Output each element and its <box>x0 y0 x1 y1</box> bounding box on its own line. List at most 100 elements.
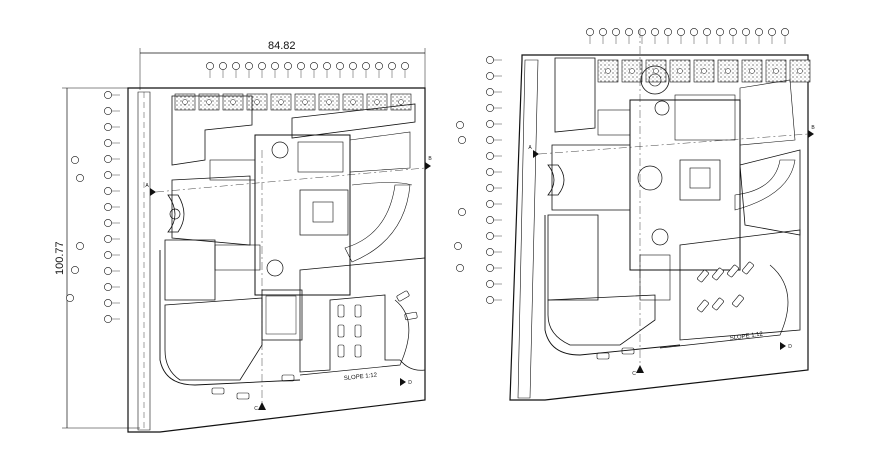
grid-bubble <box>104 219 112 227</box>
auditorium-fan <box>349 131 411 173</box>
grid-bubble <box>104 315 112 323</box>
grid-bubble <box>104 187 112 195</box>
grid-bubble <box>104 139 112 147</box>
grid-bubble <box>206 62 214 70</box>
atrium-dome <box>637 165 663 191</box>
grid-bubble <box>677 28 685 36</box>
grid-bubble <box>66 294 74 302</box>
grid-bubble <box>375 62 383 70</box>
landscape-block-w <box>164 239 216 301</box>
grid-bubble <box>454 242 462 250</box>
parked-car <box>337 344 345 358</box>
grid-bubble <box>486 232 494 240</box>
parked-car <box>404 311 418 321</box>
spiral-stair-2 <box>266 259 284 277</box>
grid-bubble <box>232 62 240 70</box>
classroom-block <box>209 159 256 181</box>
grid-bubble <box>690 28 698 36</box>
site-boundary <box>127 87 426 433</box>
svg-text:A: A <box>528 145 532 151</box>
grid-bubble <box>104 283 112 291</box>
grid-bubble <box>486 248 494 256</box>
svg-text:B: B <box>811 125 815 131</box>
grid-bubble <box>456 264 464 272</box>
curved-walkway-right <box>544 215 681 356</box>
grid-bubble <box>104 107 112 115</box>
grid-bubble <box>486 56 494 64</box>
svg-text:D: D <box>408 380 412 386</box>
site-boundary-right <box>509 54 809 401</box>
parked-car <box>712 267 724 281</box>
curved-walkway <box>159 250 301 386</box>
grid-bubble <box>599 28 607 36</box>
section-marker-c: C <box>254 402 266 412</box>
parked-car <box>354 344 362 358</box>
entrance-canopy <box>167 194 185 233</box>
grid-bubble <box>271 62 279 70</box>
grid-bubble <box>486 72 494 80</box>
grid-bubble <box>219 62 227 70</box>
road-strip <box>137 91 151 431</box>
grid-bubble <box>664 28 672 36</box>
grid-bubble <box>104 299 112 307</box>
width-dimension-label: 84.82 <box>268 40 296 52</box>
amphitheatre-right <box>734 159 796 211</box>
section-marker-a-right: A <box>528 145 539 158</box>
left-grid-markers-right <box>454 56 502 304</box>
grid-bubble <box>258 62 266 70</box>
grid-bubble <box>486 264 494 272</box>
slope-label: SLOPE 1:12 <box>344 372 378 382</box>
parking-lot-right <box>679 229 801 341</box>
spiral-stair-1 <box>271 141 289 159</box>
parked-car <box>354 304 362 318</box>
svg-text:D: D <box>788 344 792 350</box>
landscape-block-nw-right <box>554 57 596 133</box>
section-marker-c-right: C <box>632 365 644 377</box>
section-marker-d: D <box>400 378 412 386</box>
grid-bubble <box>486 120 494 128</box>
grid-bubble <box>310 62 318 70</box>
grid-bubble <box>71 156 79 164</box>
svg-text:C: C <box>632 371 636 377</box>
landscape-block-sw-right <box>547 294 656 346</box>
parked-car <box>354 324 362 338</box>
parked-car <box>236 392 250 400</box>
grid-bubble <box>625 28 633 36</box>
svg-text:C: C <box>254 406 258 412</box>
grid-bubble <box>486 168 494 176</box>
grid-bubble <box>703 28 711 36</box>
grid-bubble <box>76 242 84 250</box>
grid-bubble <box>104 91 112 99</box>
grid-bubble <box>245 62 253 70</box>
grid-bubble <box>362 62 370 70</box>
grid-bubble <box>486 200 494 208</box>
grid-bubble <box>456 121 464 129</box>
top-grid-markers <box>206 62 409 78</box>
grid-bubble <box>349 62 357 70</box>
left-site-plan: 84.82 100.77 <box>54 40 432 433</box>
section-marker-b-right: B <box>808 125 815 138</box>
grid-bubble <box>638 28 646 36</box>
grid-bubble <box>716 28 724 36</box>
classroom-right <box>597 109 631 136</box>
landscape-block-nw <box>171 95 253 166</box>
grid-bubble <box>742 28 750 36</box>
grid-bubble <box>612 28 620 36</box>
parked-car <box>732 294 744 308</box>
grid-bubble <box>104 235 112 243</box>
grid-bubble <box>104 123 112 131</box>
grid-bubble <box>71 266 79 274</box>
central-building-right <box>629 99 741 271</box>
landscape-block-sw <box>164 297 263 381</box>
parked-car <box>727 264 739 278</box>
spiral-stair-right <box>651 228 669 246</box>
grid-bubble <box>104 155 112 163</box>
grid-bubble <box>104 267 112 275</box>
grid-bubble <box>486 296 494 304</box>
grid-bubble <box>486 104 494 112</box>
top-parking-row-right <box>597 59 811 83</box>
left-grid-markers <box>66 91 120 323</box>
grid-bubble <box>458 136 466 144</box>
parked-car <box>712 297 724 311</box>
